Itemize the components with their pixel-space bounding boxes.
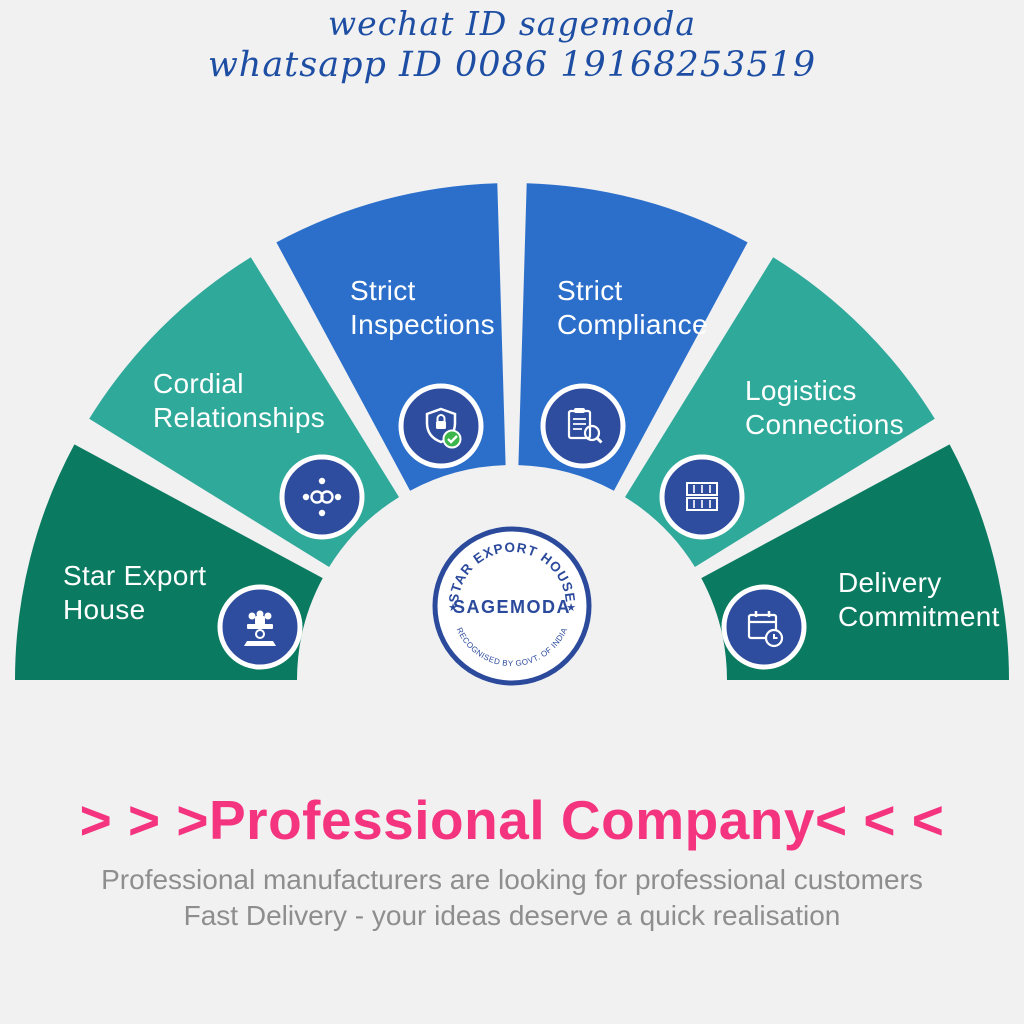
footer: > > >Professional Company< < < Professio… — [0, 788, 1024, 934]
footer-subtitle-line1: Professional manufacturers are looking f… — [101, 864, 923, 895]
segment-label: Compliance — [557, 309, 708, 340]
segment-label: Relationships — [153, 402, 325, 433]
segment-icon-logistics-connections — [659, 454, 745, 540]
badge-brand-name: SAGEMODA — [453, 597, 571, 617]
segment-icon-strict-inspections — [398, 383, 484, 469]
check-icon — [447, 435, 458, 444]
segment-labels: Star Export House Cordial Relationships … — [63, 275, 1000, 632]
segment-label: House — [63, 594, 145, 625]
whatsapp-id-line: whatsapp ID 0086 19168253519 — [207, 45, 817, 85]
segment-label: Logistics — [745, 375, 857, 406]
segment-label: Commitment — [838, 601, 1000, 632]
icon-circle — [540, 383, 626, 469]
segment-label: Cordial — [153, 368, 244, 399]
badge-ring — [432, 526, 592, 686]
segment-label: Strict — [557, 275, 623, 306]
segment-label: Connections — [745, 409, 904, 440]
wechat-id-line: wechat ID sagemoda — [327, 4, 697, 43]
center-badge: STAR EXPORT HOUSE RECOGNISED BY GOVT. OF… — [432, 526, 592, 686]
star-icon: ★ — [448, 602, 458, 614]
segment-label: Strict — [350, 275, 416, 306]
footer-title: > > >Professional Company< < < — [79, 789, 945, 851]
segment-icon-star-export-house — [217, 584, 303, 670]
segment-label: Inspections — [350, 309, 495, 340]
contact-header: wechat ID sagemoda whatsapp ID 0086 1916… — [0, 4, 1024, 85]
containers-icon — [686, 482, 718, 511]
icon-circle — [721, 584, 807, 670]
check-circle — [442, 429, 462, 449]
calendar-clock-icon — [747, 611, 784, 648]
footer-subtitle: Professional manufacturers are looking f… — [0, 862, 1024, 934]
footer-subtitle-line2: Fast Delivery - your ideas deserve a qui… — [183, 899, 841, 931]
segment-icon-strict-compliance — [540, 383, 626, 469]
segment-icon-cordial-relationships — [279, 454, 365, 540]
shield-lock-icon — [425, 407, 462, 449]
emblem-icon — [244, 610, 276, 646]
network-icon — [302, 477, 342, 517]
segment-label: Star Export — [63, 560, 206, 591]
audit-icon — [567, 408, 603, 444]
segment-icon-delivery-commitment — [721, 584, 807, 670]
star-icon: ★ — [566, 602, 576, 614]
segment-label: Delivery — [838, 567, 942, 598]
